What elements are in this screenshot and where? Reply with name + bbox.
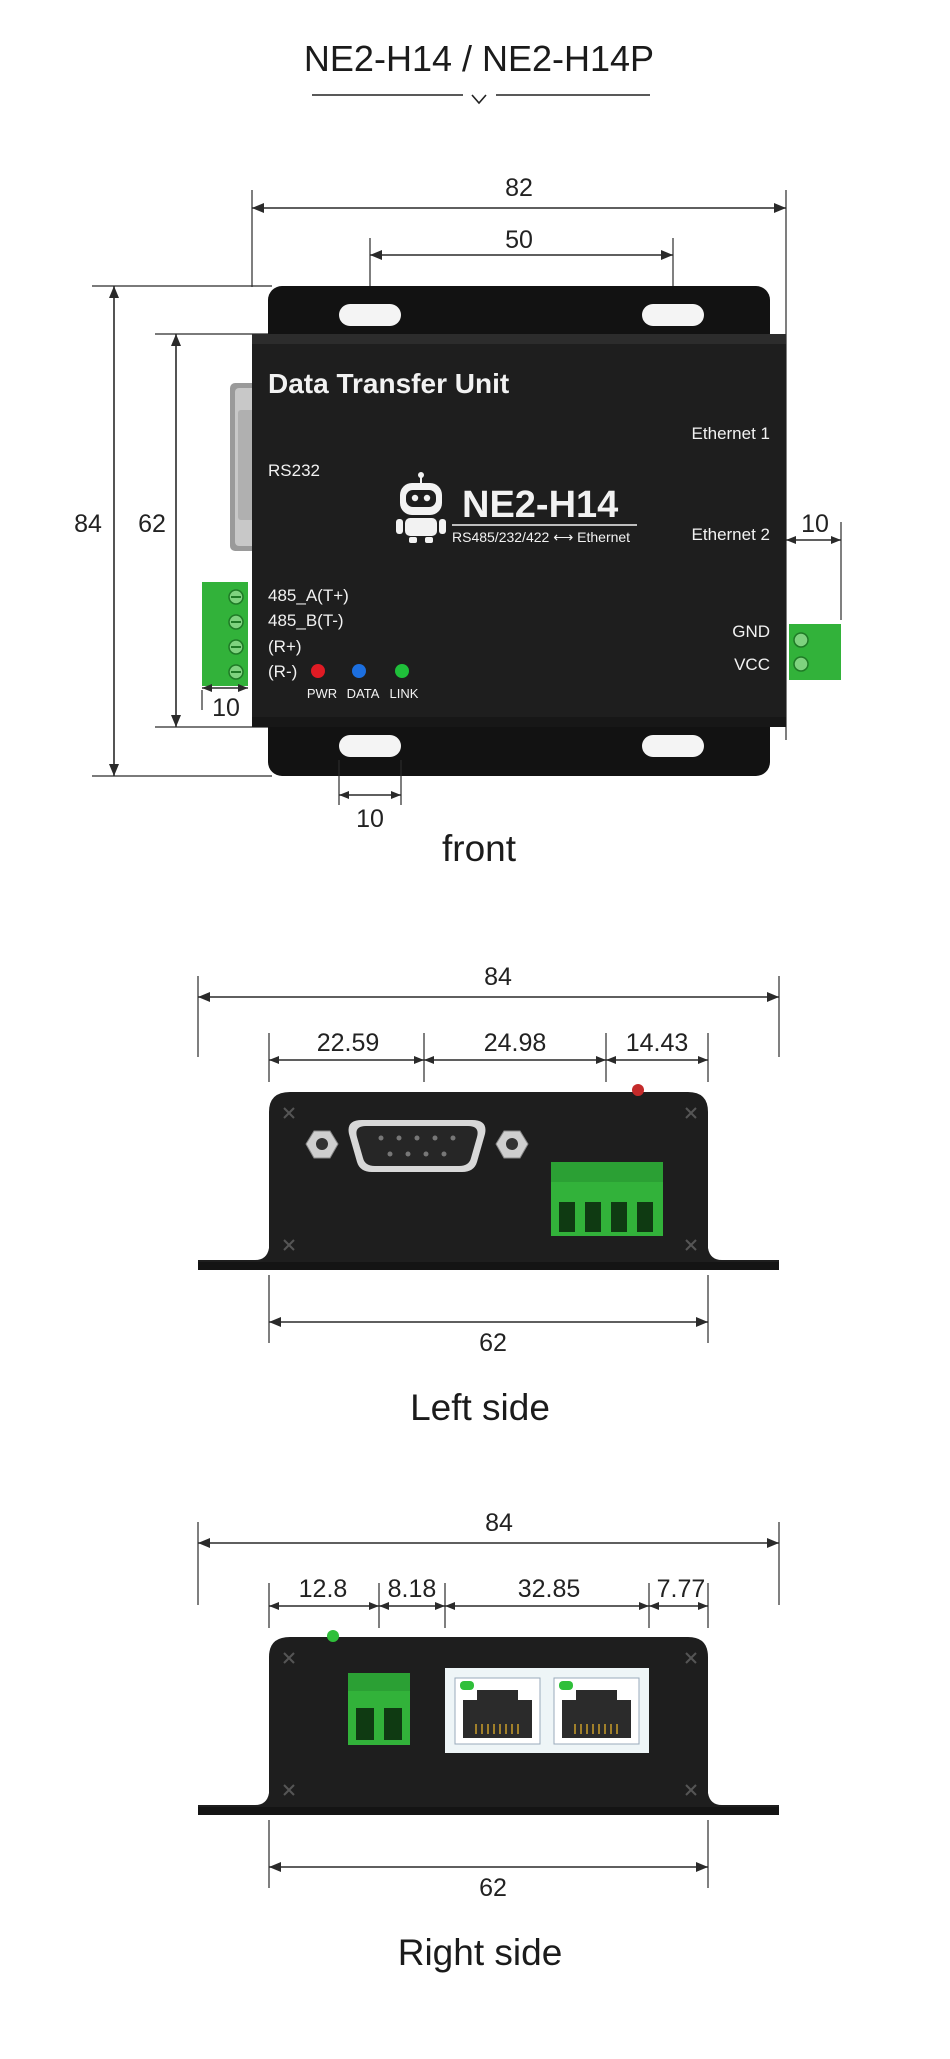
- front-view: 82 50 84 62: [74, 174, 842, 869]
- dim-left-seg2: 24.98: [484, 1029, 547, 1057]
- caption-right-side: Right side: [398, 1932, 563, 1973]
- dim-right-seg1: 12.8: [299, 1575, 348, 1603]
- right-side-view: 84 12.8 8.18 32.85 7.77: [197, 1509, 780, 1973]
- terminal-label-1: 485_A(T+): [268, 586, 349, 605]
- page-title: NE2-H14 / NE2-H14P: [304, 38, 654, 79]
- gnd-label: GND: [732, 622, 770, 641]
- dim-front-hole-spacing: 50: [505, 226, 533, 254]
- model-name: NE2-H14: [462, 484, 618, 526]
- ethernet-ports: [445, 1668, 649, 1753]
- led-label-link: LINK: [390, 686, 419, 701]
- terminal-label-4: (R-): [268, 662, 297, 681]
- dim-left-body: 62: [479, 1329, 507, 1357]
- dim-right-seg4: 7.77: [657, 1575, 706, 1603]
- dim-right-seg3: 32.85: [518, 1575, 581, 1603]
- ethernet-port-2: [553, 1677, 640, 1745]
- terminal-label-2: 485_B(T-): [268, 611, 344, 630]
- db9-connector: [305, 1120, 529, 1172]
- dim-front-body-height: 62: [138, 510, 166, 538]
- ethernet1-label: Ethernet 1: [692, 424, 770, 443]
- dim-right-body: 62: [479, 1874, 507, 1902]
- dim-front-right-terminal: 10: [801, 510, 829, 538]
- vcc-label: VCC: [734, 655, 770, 674]
- dim-front-left-terminal: 10: [212, 694, 240, 722]
- dim-front-hole-width: 10: [356, 805, 384, 833]
- led-pwr: [311, 664, 325, 678]
- dim-left-seg1: 22.59: [317, 1029, 380, 1057]
- terminal-label-3: (R+): [268, 637, 302, 656]
- dim-front-height: 84: [74, 510, 102, 538]
- led-label-pwr: PWR: [307, 686, 337, 701]
- terminal-2pin: [348, 1673, 410, 1745]
- dim-left-seg3: 14.43: [626, 1029, 689, 1057]
- product-label: Data Transfer Unit: [268, 368, 509, 399]
- dim-left-overall: 84: [484, 963, 512, 991]
- caption-left-side: Left side: [410, 1387, 550, 1428]
- dim-right-seg2: 8.18: [388, 1575, 437, 1603]
- ethernet-port-1: [454, 1677, 541, 1745]
- led-label-data: DATA: [347, 686, 380, 701]
- rs232-label: RS232: [268, 461, 320, 480]
- terminal-4pin: [551, 1162, 663, 1236]
- dim-right-overall: 84: [485, 1509, 513, 1537]
- model-subtitle: RS485/232/422 ⟷ Ethernet: [452, 529, 630, 545]
- left-side-view: 84 22.59 24.98 14.43: [197, 963, 780, 1428]
- led-data: [352, 664, 366, 678]
- robot-logo-icon: [396, 472, 446, 543]
- dim-front-width: 82: [505, 174, 533, 202]
- right-terminal-block: [789, 624, 841, 680]
- ethernet2-label: Ethernet 2: [692, 525, 770, 544]
- led-link: [395, 664, 409, 678]
- device-body: [252, 334, 786, 727]
- caption-front: front: [442, 828, 517, 869]
- title-underline: [312, 94, 650, 105]
